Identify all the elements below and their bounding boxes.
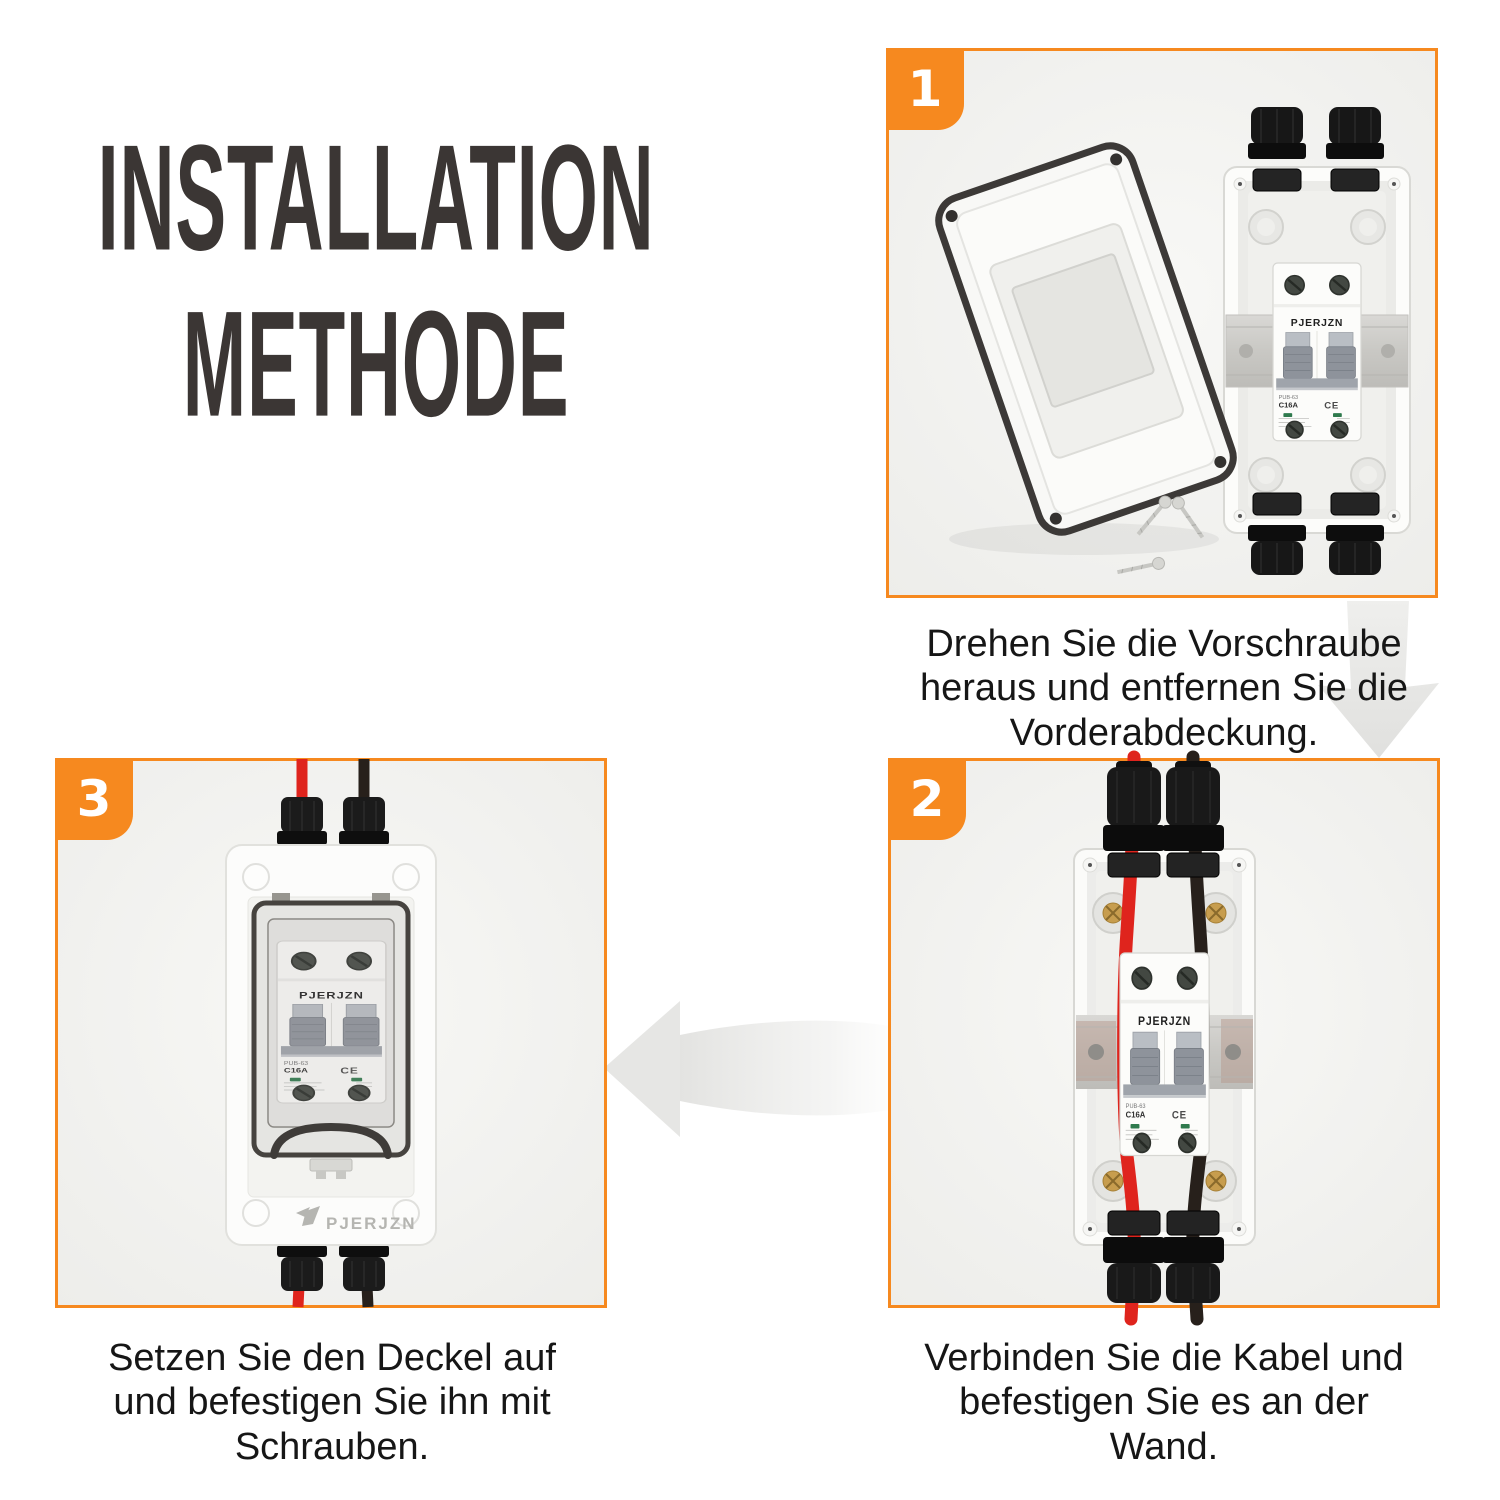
caption-line: Wand.	[1109, 1425, 1219, 1468]
enclosure-brand-text: PJERJZN	[326, 1214, 417, 1233]
step-2-panel: 2	[888, 750, 1440, 1326]
step-3-badge: 3	[55, 758, 133, 840]
cover-handle	[270, 1122, 392, 1159]
caption-line: Setzen Sie den Deckel auf	[108, 1337, 556, 1379]
transparent-cover	[251, 900, 411, 1159]
mounting-screws	[1117, 495, 1205, 575]
caption-line: befestigen Sie es an der	[959, 1381, 1369, 1424]
step-1-badge: 1	[886, 48, 964, 130]
caption-line: Verbinden Sie die Kabel und	[924, 1337, 1404, 1379]
front-cover	[935, 142, 1237, 536]
dome-screws	[242, 863, 420, 1227]
caption-line: heraus und entfernen Sie die	[919, 667, 1409, 710]
cable-glands	[1248, 107, 1384, 575]
caption-line: und befestigen Sie ihn mit	[113, 1381, 551, 1424]
base-corner-screws	[1233, 177, 1401, 523]
arrow-left-icon	[604, 1001, 896, 1137]
cable-glands	[1103, 761, 1224, 1303]
step-1-panel: 1	[886, 48, 1438, 598]
knockouts	[1248, 209, 1386, 493]
cable-glands	[277, 797, 389, 1291]
title-line-2: METHODE	[182, 280, 570, 448]
step-3-caption: Setzen Sie den Deckel auf und befestigen…	[48, 1336, 616, 1469]
closed-enclosure: PJERJZN	[225, 844, 437, 1246]
step-1-photo	[889, 51, 1435, 595]
cover-latch	[309, 1158, 353, 1172]
enclosure-base	[1223, 107, 1411, 575]
step-3-photo: PJERJZN	[58, 759, 604, 1308]
brand-logo: PJERJZN	[296, 1206, 417, 1233]
step-2-badge: 2	[888, 758, 966, 840]
page-title: INSTALLATION METHODE	[52, 116, 700, 447]
cover-window	[1011, 253, 1155, 408]
title-line-1: INSTALLATION	[97, 114, 655, 283]
caption-line: Drehen Sie die Vorschraube	[926, 623, 1402, 665]
mounting-posts	[1092, 892, 1237, 1202]
caption-line: Schrauben.	[234, 1425, 430, 1468]
step-3-panel: 3	[55, 758, 607, 1308]
step-2-caption: Verbinden Sie die Kabel und befestigen S…	[880, 1336, 1448, 1469]
arrow-down-icon	[1318, 601, 1439, 758]
step-1-caption: Drehen Sie die Vorschraube heraus und en…	[880, 622, 1448, 755]
step-2-photo	[891, 750, 1437, 1326]
caption-line: Vorderabdeckung.	[1009, 711, 1319, 754]
